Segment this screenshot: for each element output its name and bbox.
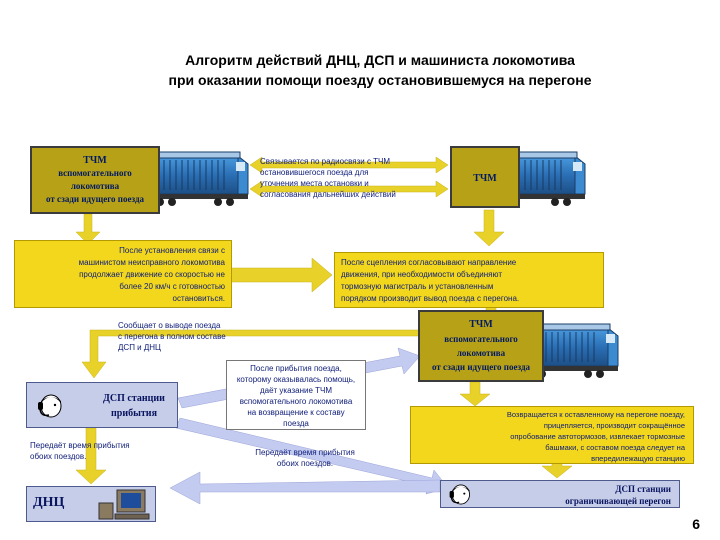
note-line: обоих поездов. [276,459,334,468]
arrow-down [459,381,491,407]
note-line: Передаёт время прибытия [255,448,355,457]
box-line: вспомогательного [58,168,132,178]
note-line: с перегона в полном составе [118,332,226,341]
arrow-down [75,427,107,485]
box-line: ДСП станции [615,484,671,494]
box-line: порядком производит вывод поезда с перег… [341,294,520,303]
box-line: ограничивающей перегон [565,496,671,506]
after-arrival-note: После прибытия поезда, которому оказывал… [226,360,366,430]
dsp-arrival-box: ДСП станции прибытия [26,382,178,428]
note-line: Сообщает о выводе поезда [118,321,221,330]
tchm-helper-mid-box: ТЧМ вспомогательного локомотива от сзади… [418,310,544,382]
note-line: обоих поездов. [30,452,87,461]
returns-box: Возвращается к оставленному на перегоне … [410,406,694,464]
box-line: башмаки, с составом поезда следует на [545,443,685,452]
box-line: движения, при необходимости объединяют [341,270,502,279]
box-line: ТЧМ [83,155,107,166]
note-line: вспомогательного локомотива [239,397,353,406]
note-line: на возвращение к составу [247,408,345,417]
box-line: тормозную магистраль и установленным [341,282,494,291]
box-line: локомотива [456,348,506,358]
note-line: остановившегося поезда для [260,168,369,177]
box-line: продолжает движение со скоростью не [79,270,225,279]
box-line: После сцепления согласовывают направлени… [341,258,517,267]
report-note: Сообщает о выводе поезда с перегона в по… [118,320,268,353]
coupling-box: После сцепления согласовывают направлени… [334,252,604,308]
box-line: от сзади идущего поезда [45,194,144,204]
note-line: согласования дальнейших действий [260,190,396,199]
box-line: локомотива [70,181,120,191]
page-number: 6 [692,516,700,532]
diagram-title-line-2: при оказании помощи поезду остановившему… [168,72,592,88]
note-line: уточнения места остановки и [260,179,369,188]
box-line: машинистом неисправного локомотива [78,258,225,267]
dispatcher-head-icon [38,394,62,418]
arrow-down [473,209,505,247]
dispatcher-head-icon [449,484,470,505]
arrow-down [75,213,101,245]
note-line: После прибытия поезда, [250,364,342,373]
transmit-note-left: Передаёт время прибытия обоих поездов. [30,440,170,462]
note-line: Связывается по радиосвязи с ТЧМ [260,157,391,166]
radio-double-arrow [249,180,449,198]
box-line: впередилежащую станцию [591,454,685,463]
box-line: прибытия [111,408,157,419]
note-line: Передаёт время прибытия [30,441,130,450]
dsp-limiting-box: ДСП станции ограничивающей перегон [440,480,680,508]
computer-icon [98,489,150,520]
note-line: поезда [283,419,309,428]
tchm-stopped-box: ТЧМ [450,146,520,208]
box-line: прицепляется, производит сокращённое [543,421,685,430]
box-line: Возвращается к оставленному на перегоне … [506,410,685,419]
tchm-helper-top-box: ТЧМ вспомогательного локомотива от сзади… [30,146,160,214]
locomotive-icon [147,151,249,207]
dnc-box: ДНЦ [26,486,156,522]
diagram-title-line-1: Алгоритм действий ДНЦ, ДСП и машиниста л… [185,52,575,68]
arrow-right [229,257,333,293]
box-line: остановиться. [172,294,225,303]
box-line: опробование автотормозов, извлекает торм… [510,432,685,441]
box-line: более 20 км/ч с готовностью [119,282,225,291]
dnc-label: ДНЦ [33,495,65,510]
box-line: от сзади идущего поезда [431,362,530,372]
box-line: ТЧМ [469,319,493,330]
note-line: которому оказывалась помощь, [236,375,356,384]
box-line: После установления связи с [119,246,225,255]
box-line: вспомогательного [444,334,518,344]
radio-note: Связывается по радиосвязи с ТЧМ останови… [260,156,450,200]
radio-double-arrow [249,156,449,174]
transmit-arrow [169,471,441,505]
box-line: ДСП станции [103,393,165,404]
arrow-to-dsp [81,329,421,379]
note-line: даёт указание ТЧМ [259,386,333,395]
note-line: ДСП и ДНЦ [118,343,161,352]
after-link-box: После установления связи с машинистом не… [14,240,232,308]
transmit-note-mid: Передаёт время прибытия обоих поездов. [230,447,380,469]
